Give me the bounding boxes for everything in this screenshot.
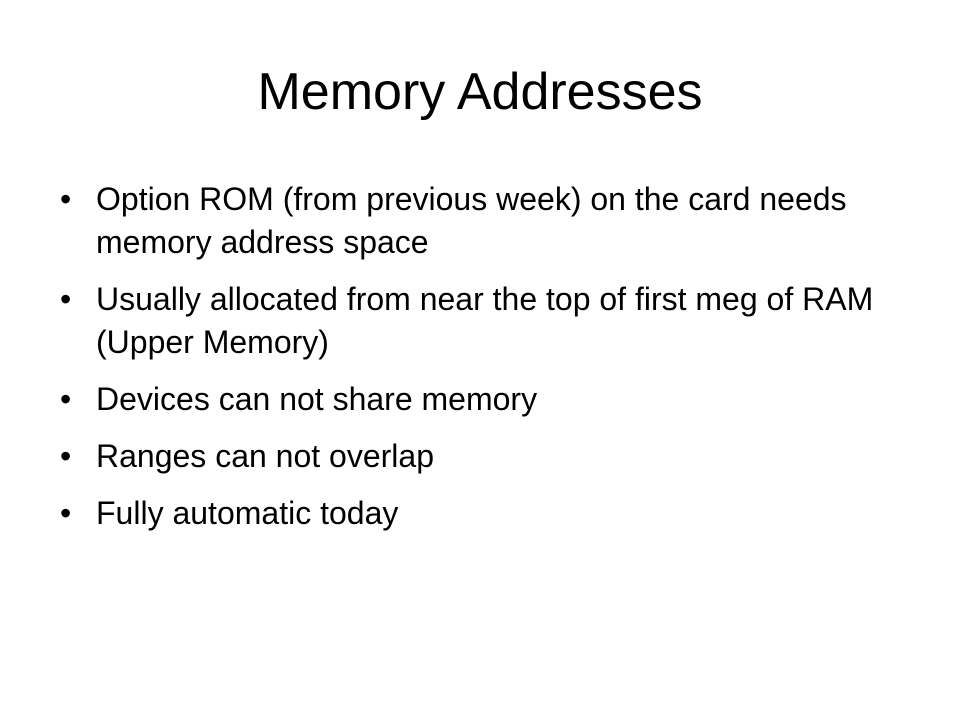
bullet-dot: • [60, 438, 72, 474]
bullet-text: Fully automatic today [96, 495, 399, 531]
bullet-text: Devices can not share memory [96, 381, 538, 417]
bullet-text: Ranges can not overlap [96, 438, 434, 474]
bullet-dot: • [60, 181, 72, 217]
bullet-dot: • [60, 495, 72, 531]
slide-title: Memory Addresses [257, 63, 703, 121]
bullet-item: • Ranges can not overlap [60, 435, 900, 478]
bullet-list: • Option ROM (from previous week) on the… [60, 178, 900, 549]
bullet-item: • Usually allocated from near the top of… [60, 278, 900, 364]
bullet-text: Usually allocated from near the top of f… [96, 281, 874, 360]
bullet-item: • Devices can not share memory [60, 378, 900, 421]
bullet-dot: • [60, 381, 72, 417]
bullet-item: • Fully automatic today [60, 492, 900, 535]
bullet-dot: • [60, 281, 72, 317]
bullet-item: • Option ROM (from previous week) on the… [60, 178, 900, 264]
bullet-text: Option ROM (from previous week) on the c… [96, 181, 847, 260]
